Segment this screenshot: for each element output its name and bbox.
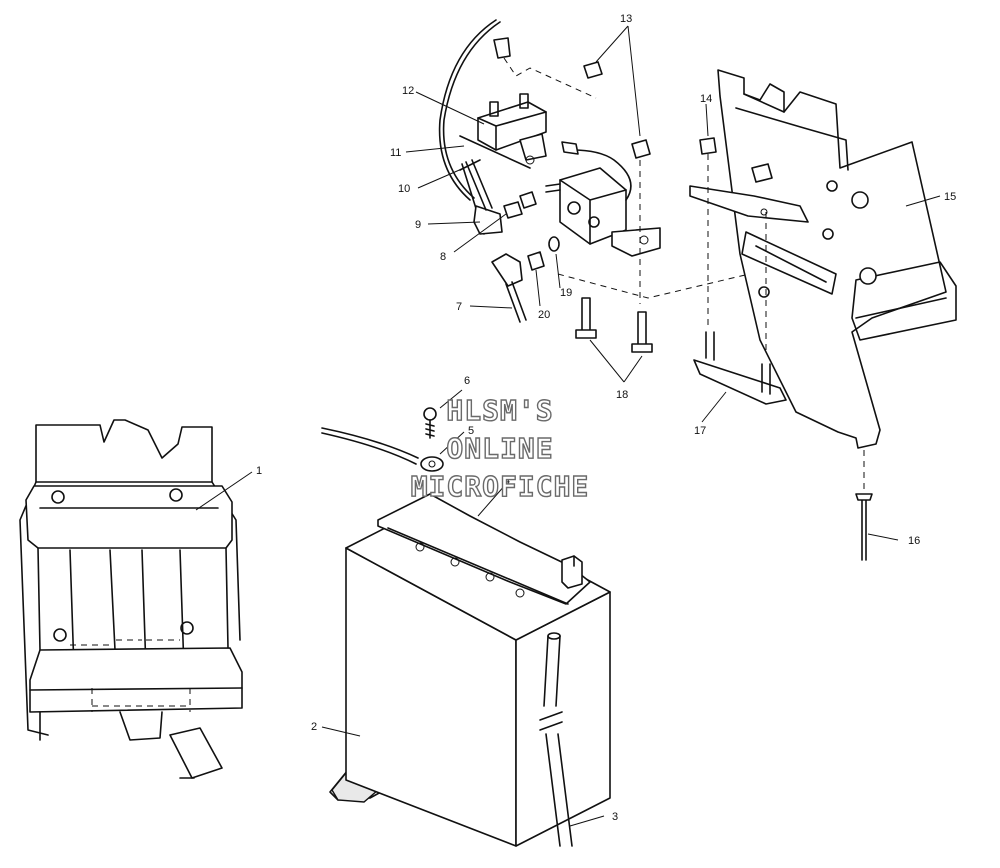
callout-1: 1: [256, 465, 262, 477]
callout-16: 16: [908, 535, 920, 547]
watermark-line-2: ONLINE: [446, 432, 553, 465]
callout-3: 3: [612, 811, 618, 823]
callout-10: 10: [398, 183, 410, 195]
callout-20: 20: [538, 309, 550, 321]
callout-13: 13: [620, 13, 632, 25]
callout-17: 17: [694, 425, 706, 437]
callout-14: 14: [700, 93, 712, 105]
battery: [345, 493, 611, 847]
solenoid-assembly: [438, 19, 801, 353]
callout-8: 8: [440, 251, 446, 263]
watermark-line-3: MICROFICHE: [411, 470, 590, 503]
callout-7: 7: [456, 301, 462, 313]
mount-bracket: [689, 69, 957, 561]
watermark-line-1: HLSM'S: [446, 394, 553, 427]
callout-numbers: 1 2 3 4 5 6 7 8 9 10 11 12 13 14 15 16 1…: [256, 13, 956, 823]
battery-box: [19, 419, 243, 779]
callout-9: 9: [415, 219, 421, 231]
callout-12: 12: [402, 85, 414, 97]
leader-lines: [195, 25, 941, 827]
bolt-6: [423, 407, 437, 439]
callout-11: 11: [390, 147, 401, 159]
watermark: HLSM'S ONLINE MICROFICHE: [410, 393, 590, 503]
callout-15: 15: [944, 191, 956, 203]
callout-18: 18: [616, 389, 628, 401]
callout-5: 5: [468, 425, 474, 437]
ground-cable: [321, 427, 444, 472]
callout-6: 6: [464, 375, 470, 387]
callout-2: 2: [311, 721, 317, 733]
callout-19: 19: [560, 287, 572, 299]
callout-4: 4: [504, 475, 510, 487]
